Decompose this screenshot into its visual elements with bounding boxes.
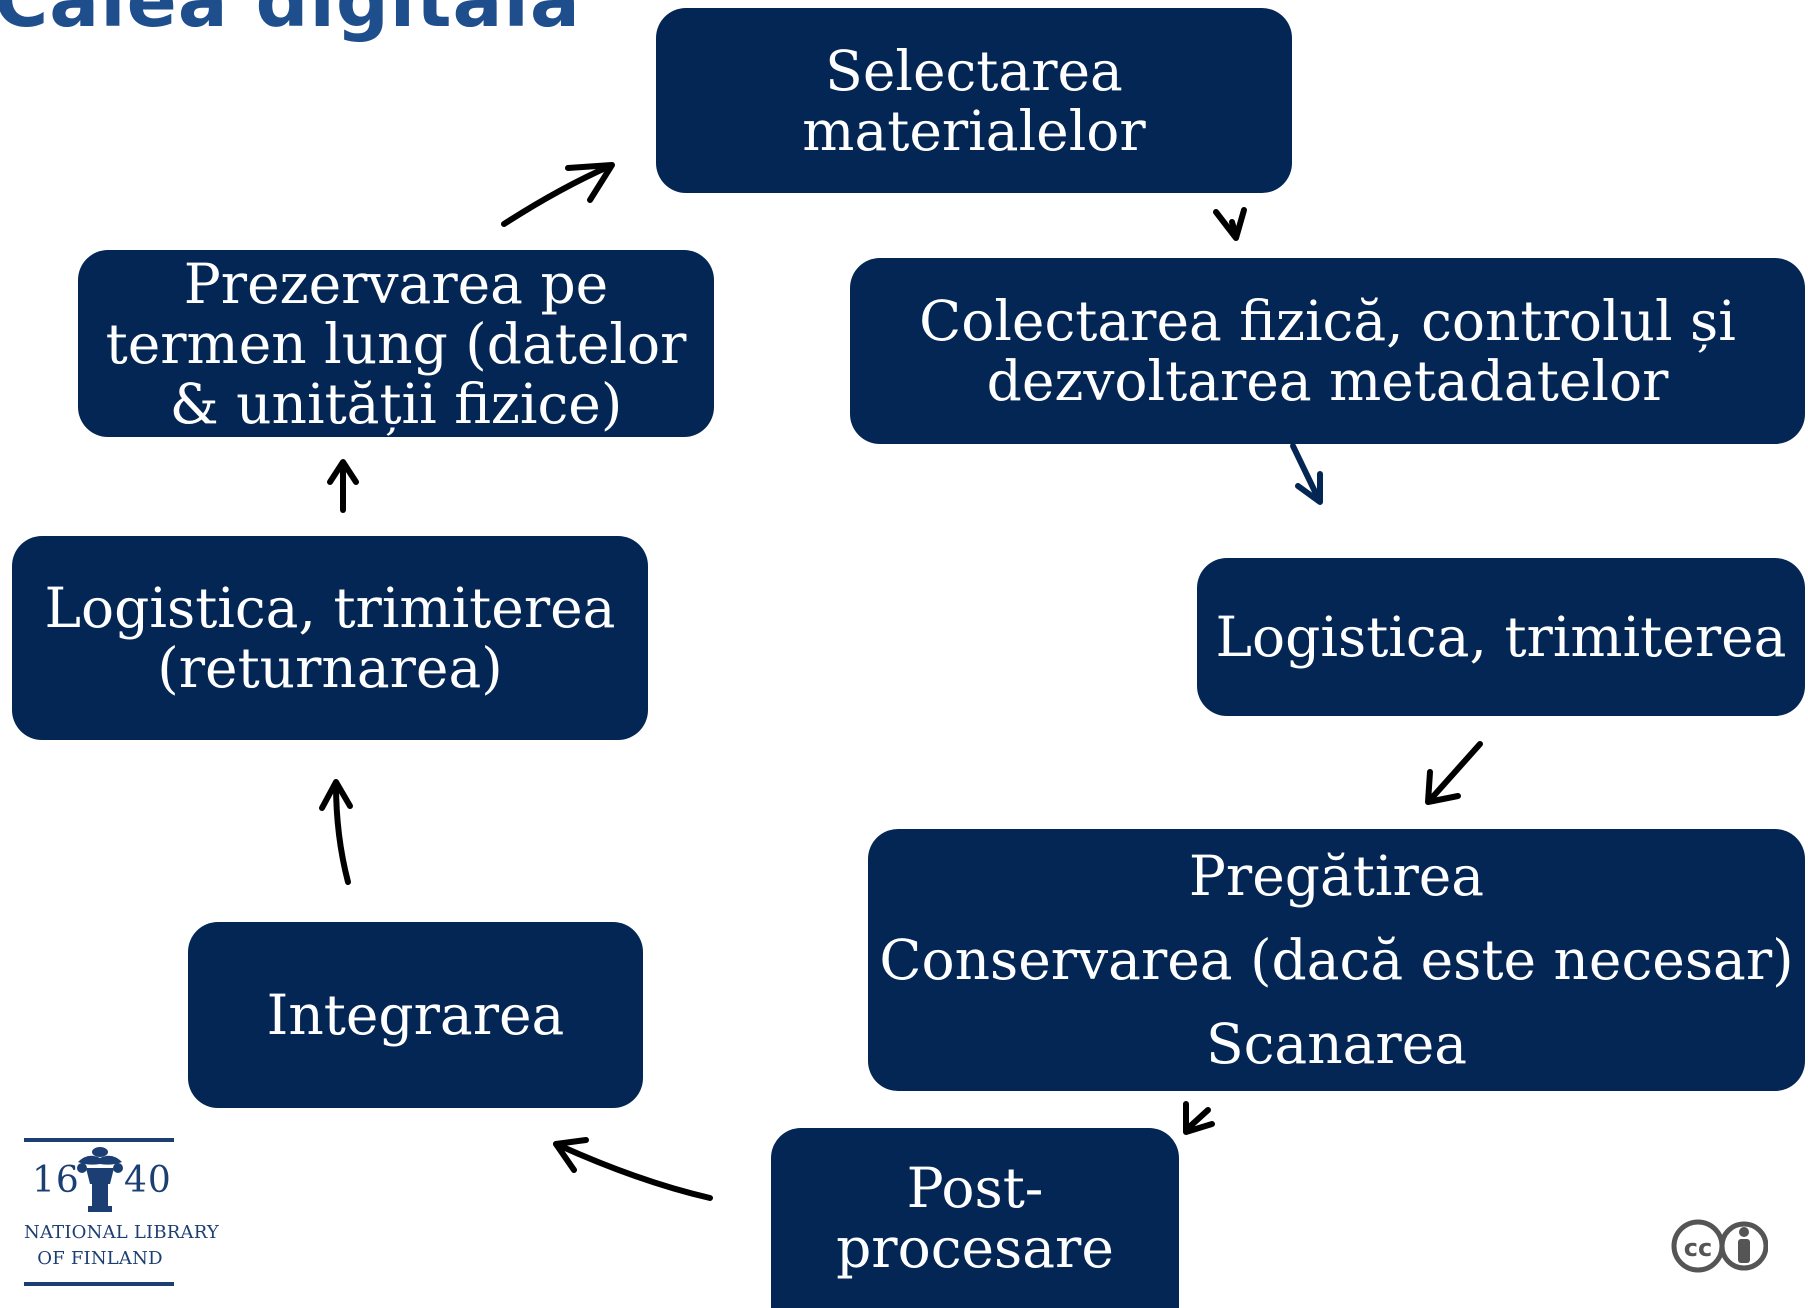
cc-text: cc — [1684, 1234, 1712, 1262]
step-label: Logistica, trimiterea — [1215, 605, 1787, 669]
step-label: Integrarea — [266, 983, 565, 1047]
step-logistica-trimitere: Logistica, trimiterea — [1197, 558, 1805, 716]
logo-line-2: OF FINLAND — [37, 1248, 163, 1269]
logo-line-1: NATIONAL LIBRARY — [24, 1222, 219, 1243]
logo-year-right: 40 — [124, 1160, 172, 1201]
step-label: Colectarea fizică, controlul și — [919, 289, 1736, 353]
step-post-procesare: Post- procesare — [771, 1128, 1179, 1308]
step-label: dezvoltarea metadatelor — [986, 349, 1669, 413]
step-label: Prezervarea pe — [183, 251, 609, 316]
logo-year-left: 16 — [32, 1160, 80, 1201]
logo-rule-top — [24, 1138, 174, 1142]
step-label: termen lung (datelor — [105, 311, 687, 376]
step-logistica-returnare: Logistica, trimiterea (returnarea) — [12, 536, 648, 740]
step-label: & unității fizice) — [169, 371, 623, 436]
library-logo: 16 40 NATIONAL LIBRARY OF FINLAND — [24, 1138, 219, 1290]
arrow-selectare-to-colectare — [1213, 207, 1247, 241]
step-pregatire: Pregătirea Conservarea (dacă este necesa… — [868, 829, 1805, 1091]
step-prezervare: Prezervarea pe termen lung (datelor & un… — [78, 250, 714, 437]
logo-rule-bottom — [24, 1282, 174, 1286]
arrow-colectare-to-logistica — [1290, 443, 1323, 505]
page-title: Calea digitală — [0, 0, 581, 44]
step-label: Logistica, trimiterea — [44, 576, 616, 640]
column-capital-icon — [77, 1147, 123, 1212]
arrow-logistica-returnare-to-prezervare — [327, 459, 359, 513]
arrow-integrare-to-logistica-returnare — [319, 779, 353, 885]
step-colectare: Colectarea fizică, controlul și dezvolta… — [850, 258, 1805, 444]
step-integrare: Integrarea — [188, 922, 643, 1108]
step-label: materialelor — [802, 98, 1146, 163]
creative-commons-icon: cc — [1671, 1219, 1768, 1273]
step-label: Post- — [906, 1156, 1044, 1220]
arrow-logistica-to-pregatire — [1425, 741, 1483, 805]
step-label: Conservarea (dacă este necesar) — [879, 928, 1794, 992]
arrow-post-procesare-to-integrare — [553, 1137, 713, 1201]
attribution-icon — [1719, 1221, 1768, 1271]
step-label: procesare — [836, 1216, 1114, 1280]
step-selectare: Selectarea materialelor — [656, 8, 1292, 193]
step-label: Scanarea — [1205, 1012, 1468, 1076]
arrow-prezervare-to-selectare — [501, 162, 615, 227]
step-label: Pregătirea — [1188, 844, 1485, 908]
step-label: (returnarea) — [157, 636, 503, 700]
step-label: Selectarea — [825, 38, 1123, 103]
arrow-pregatire-to-post-procesare — [1183, 1101, 1215, 1135]
